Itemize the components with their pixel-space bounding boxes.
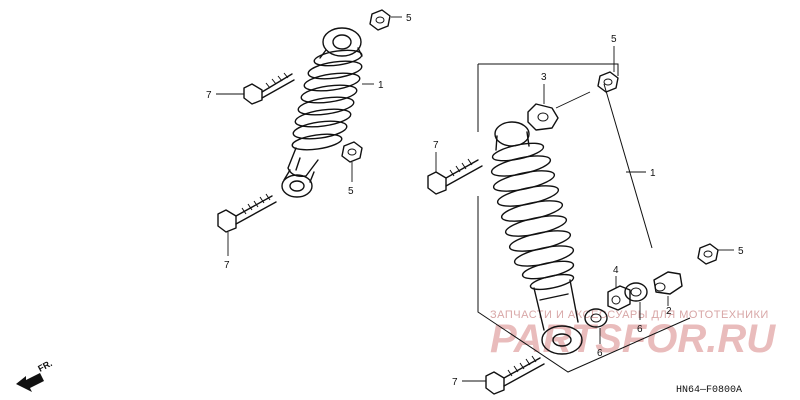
left-shock-absorber (281, 27, 363, 198)
right-shock-absorber (490, 121, 583, 355)
right-dust-seal-inner (584, 308, 608, 328)
callout-5-left-nut: 5 (406, 13, 412, 24)
left-top-nut (369, 9, 391, 31)
diagram-code: HN64—F0800A (676, 385, 742, 396)
right-dust-seal-outer (624, 282, 648, 302)
callout-6-inner-seal: 6 (597, 348, 603, 359)
callout-7-right-top-bolt: 7 (433, 140, 439, 151)
left-bottom-nut (341, 141, 363, 163)
left-spring (291, 49, 363, 151)
callout-7-left-top-bolt: 7 (206, 90, 212, 101)
right-bottom-nut (697, 243, 719, 265)
left-bottom-bolt (217, 193, 277, 233)
watermark: ЗАПЧАСТИ И АКСЕССУАРЫ ДЛЯ МОТОТЕХНИКИ PA… (490, 309, 776, 361)
right-bottom-bolt (485, 355, 545, 395)
front-arrow-icon: FR. (16, 358, 54, 392)
assembly-outline (477, 63, 691, 373)
right-bottom-collar (653, 271, 683, 295)
callout-7-right-bottom-bolt: 7 (452, 377, 458, 388)
left-top-bolt (243, 72, 295, 105)
callout-5-left-bottom-nut: 5 (348, 186, 354, 197)
callout-1-right-shock: 1 (650, 168, 656, 179)
callout-7-left-bottom-bolt: 7 (224, 260, 230, 271)
watermark-line: ЗАПЧАСТИ И АКСЕССУАРЫ ДЛЯ МОТОТЕХНИКИ (490, 309, 769, 321)
right-bottom-bushing (607, 285, 631, 311)
callout-6-outer-seal: 6 (637, 324, 643, 335)
right-spring (490, 142, 575, 280)
callout-1-left-shock: 1 (378, 80, 384, 91)
right-leaders (435, 46, 734, 382)
callout-5-right-bottom-nut: 5 (738, 246, 744, 257)
callout-5-right-top-nut: 5 (611, 34, 617, 45)
right-top-collar (527, 103, 559, 131)
callout-4-bushing: 4 (613, 265, 619, 276)
front-arrow-label: FR. (36, 358, 53, 374)
watermark-brand: PARTSFOR.RU (490, 317, 776, 361)
left-leaders (216, 16, 402, 256)
callout-2-bottom-collar: 2 (666, 306, 672, 317)
callout-3-top-collar: 3 (541, 72, 547, 83)
right-top-nut (597, 71, 619, 93)
